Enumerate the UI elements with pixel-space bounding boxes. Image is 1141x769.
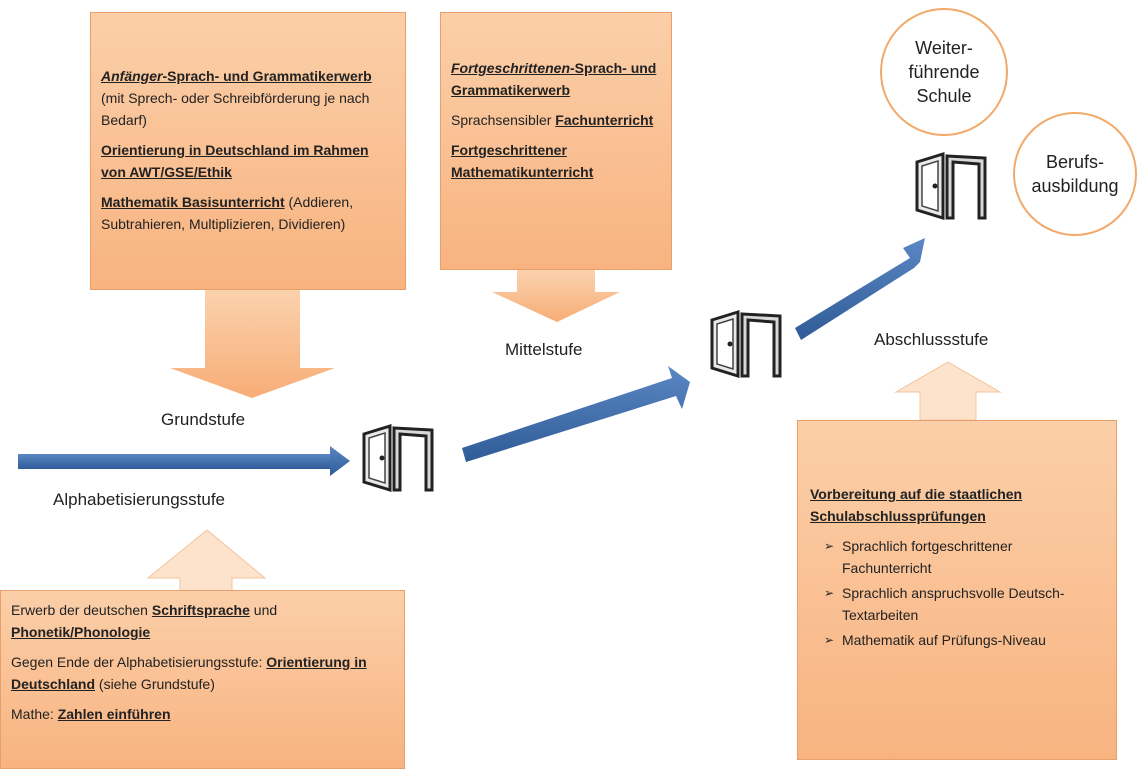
blue-arrow-1 [18, 446, 350, 476]
mittelstufe-line-3: Fortgeschrittener Mathematikunterricht [451, 142, 594, 180]
abschluss-list: Sprachlich fortgeschrittener Fachunterri… [810, 535, 1104, 651]
alpha-line-1: Erwerb der deutschen Schriftsprache und … [11, 602, 278, 640]
label-mittelstufe: Mittelstufe [505, 340, 583, 359]
abschluss-content-box: Vorbereitung auf die staatlichen Schulab… [797, 420, 1117, 760]
circle-berufsausbildung: Berufs- ausbildung [1013, 112, 1137, 236]
abschluss-item: Sprachlich fortgeschrittener Fachunterri… [822, 535, 1104, 579]
circle-weiterfuehrende-schule: Weiter- führende Schule [880, 8, 1008, 136]
mittelstufe-line-2: Sprachsensibler Fachunterricht [451, 112, 654, 128]
door-icon [710, 309, 782, 378]
alphabetisierungsstufe-panel: Erwerb der deutschen Schriftsprache und … [0, 590, 405, 769]
alpha-line-3: Mathe: Zahlen einführen [11, 706, 171, 722]
abschluss-item: Sprachlich anspruchsvolle Deutsch-Textar… [822, 582, 1104, 626]
abschluss-item: Mathematik auf Prüfungs-Niveau [822, 629, 1104, 651]
grundstufe-content-box: Anfänger-Sprach- und Grammatikerwerb (mi… [90, 12, 406, 290]
label-abschlussstufe: Abschlussstufe [874, 330, 989, 349]
mittelstufe-line-1: Fortgeschrittenen-Sprach- und Grammatike… [451, 60, 657, 98]
blue-arrow-3 [795, 238, 925, 340]
grundstufe-line-3: Mathematik Basisunterricht (Addieren, Su… [101, 194, 354, 232]
abschluss-heading: Vorbereitung auf die staatlichen Schulab… [810, 486, 1023, 524]
label-alphabetisierungsstufe: Alphabetisierungsstufe [53, 490, 226, 509]
blue-arrow-2 [462, 366, 690, 462]
label-grundstufe: Grundstufe [161, 410, 246, 429]
alpha-line-2: Gegen Ende der Alphabetisierungsstufe: O… [11, 654, 367, 692]
mittelstufe-content-box: Fortgeschrittenen-Sprach- und Grammatike… [440, 12, 672, 270]
block-arrow-up-abschluss [894, 361, 1002, 421]
door-icon [362, 423, 434, 492]
block-arrow-down-mittelstufe [492, 270, 620, 322]
grundstufe-line-1: Anfänger-Sprach- und Grammatikerwerb (mi… [101, 68, 372, 128]
door-icon [915, 151, 987, 220]
grundstufe-line-2: Orientierung in Deutschland im Rahmen vo… [101, 142, 369, 180]
block-arrow-down-grundstufe [170, 290, 335, 398]
